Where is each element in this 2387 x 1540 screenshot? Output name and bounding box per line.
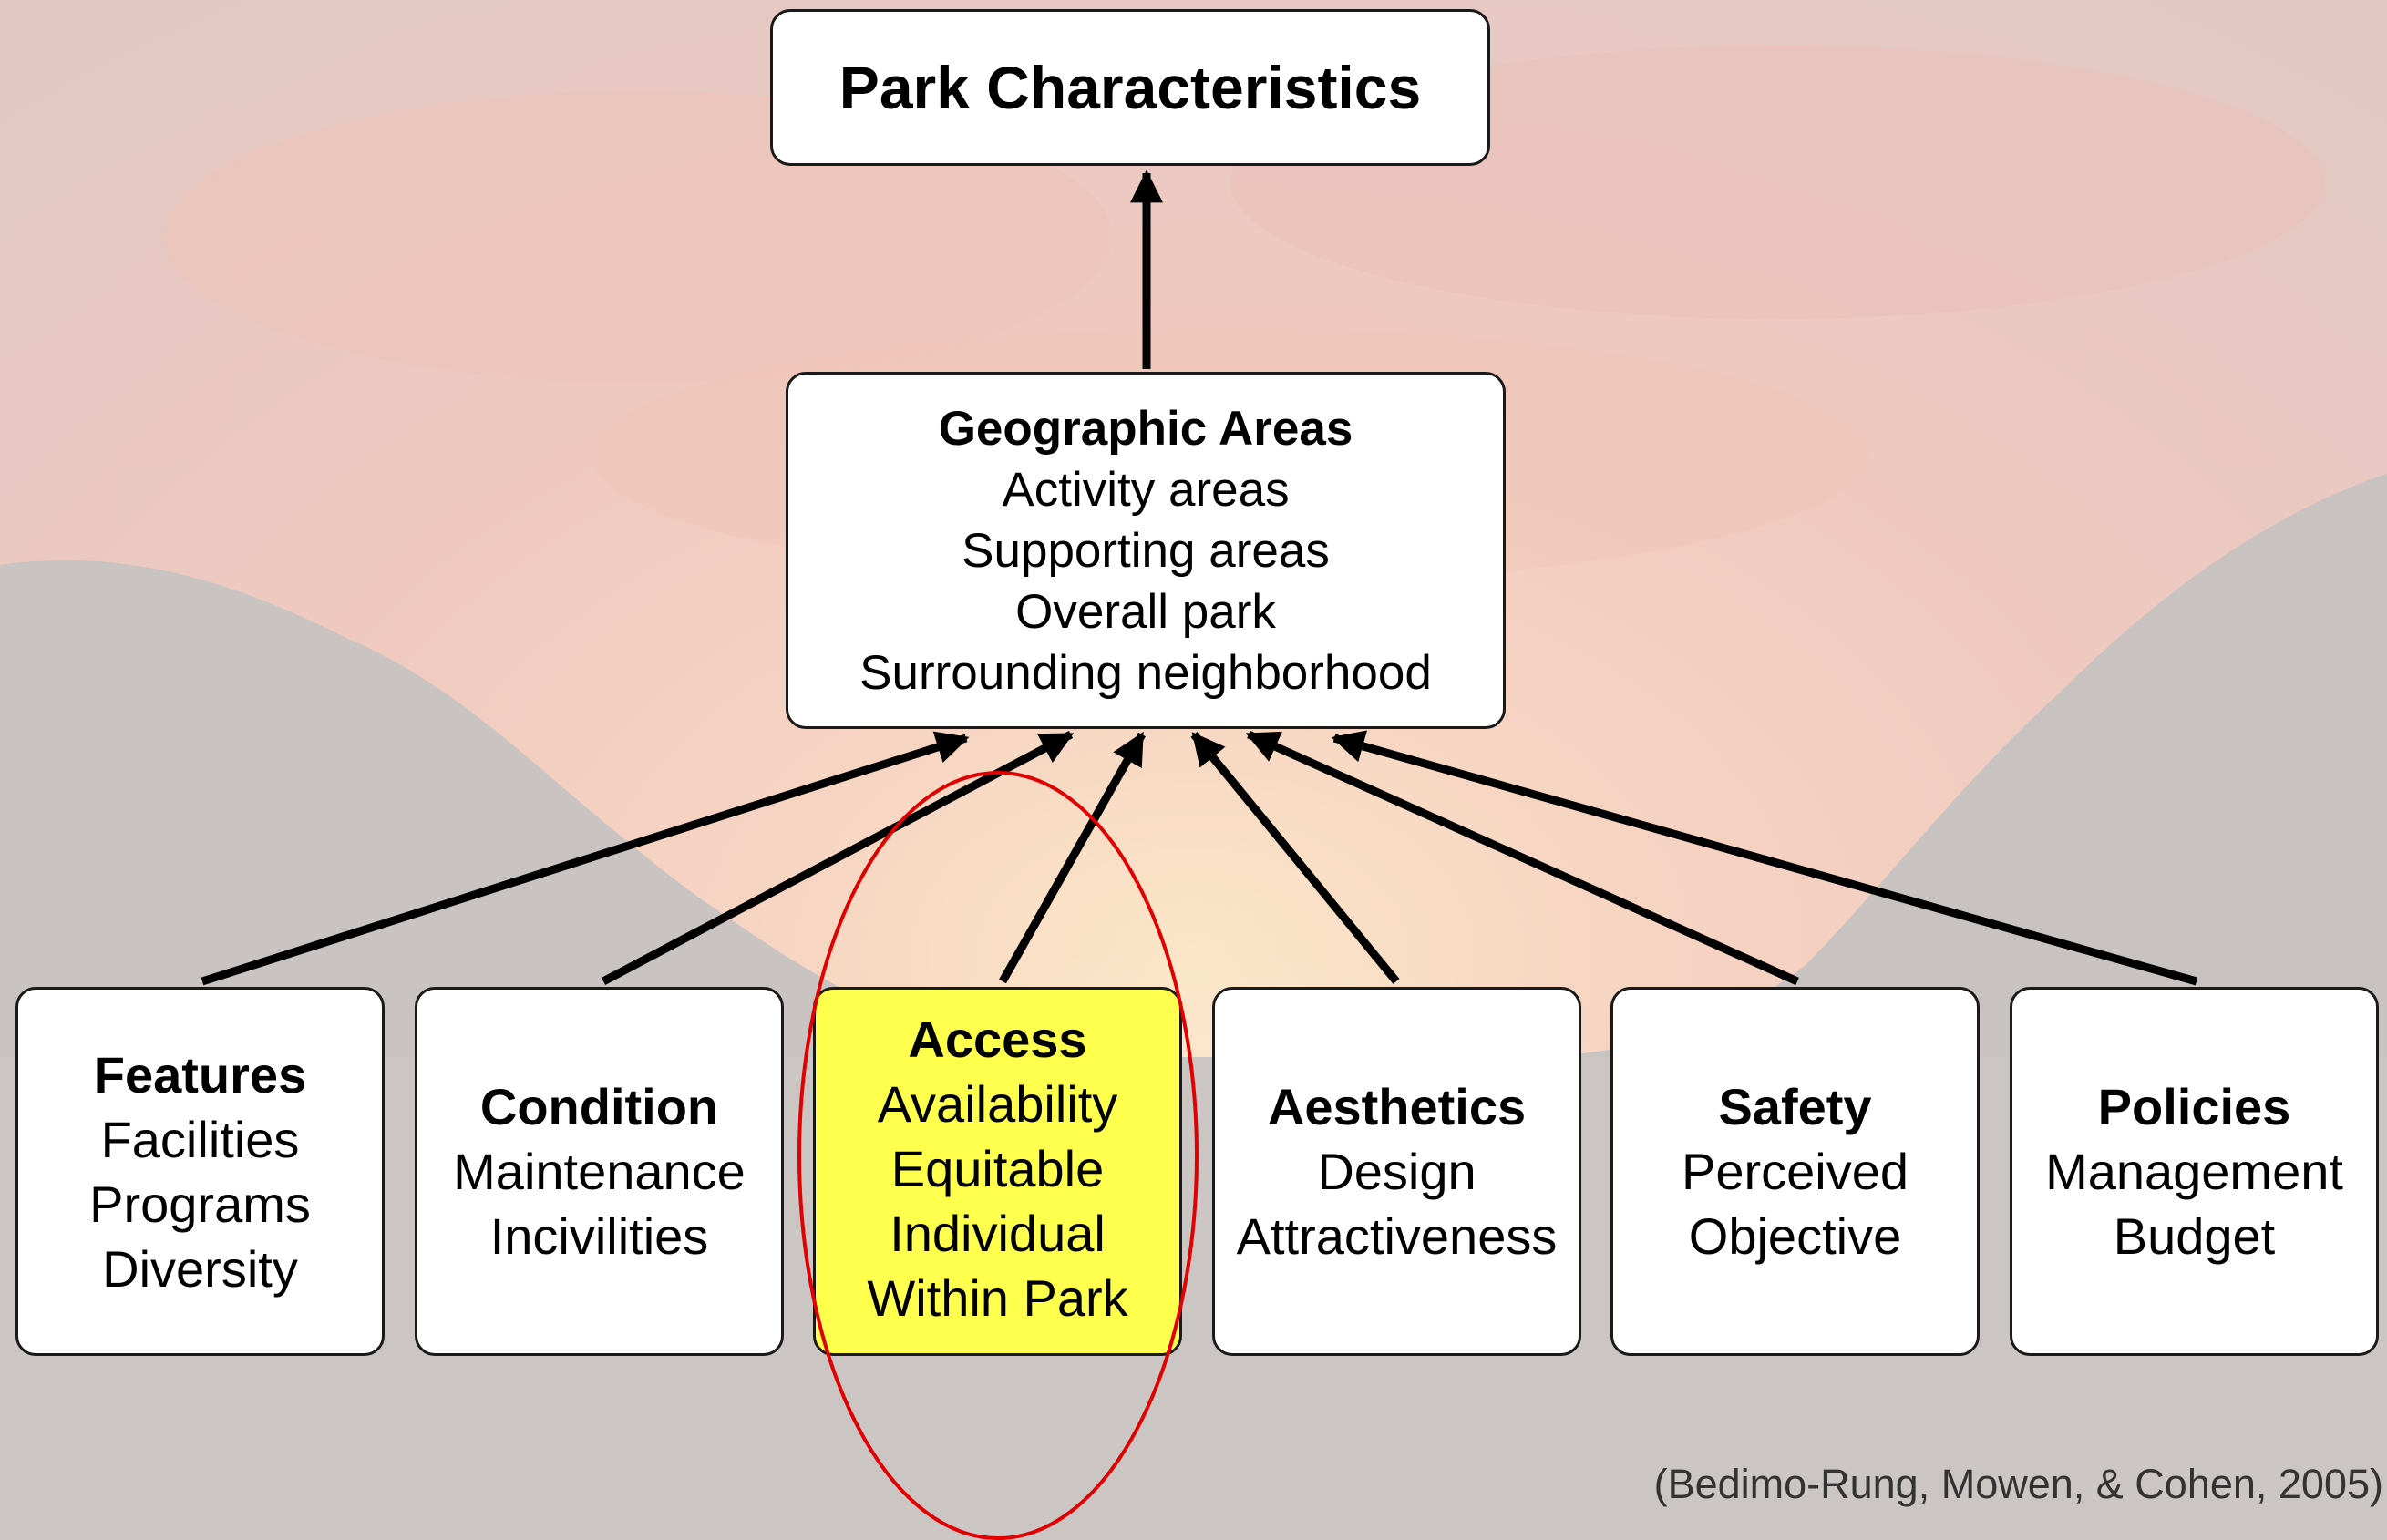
citation: (Bedimo-Rung, Mowen, & Cohen, 2005)	[1653, 1461, 2383, 1507]
features-item: Facilities	[100, 1110, 300, 1168]
aesthetics-item: Attractiveness	[1236, 1207, 1558, 1265]
safety-item: Objective	[1688, 1207, 1902, 1265]
arrow-safety	[1245, 730, 1799, 986]
access-title: Access	[908, 1011, 1087, 1068]
condition-box: Condition Maintenance Incivilities	[415, 987, 784, 1356]
geographic-areas-box: Geographic Areas Activity areas Supporti…	[786, 372, 1506, 729]
access-item: Equitable	[890, 1140, 1105, 1197]
condition-item: Incivilities	[489, 1207, 709, 1265]
geographic-areas-title: Geographic Areas	[938, 401, 1353, 456]
geographic-item: Supporting areas	[962, 523, 1330, 578]
park-characteristics-title: Park Characteristics	[839, 54, 1422, 121]
access-box: Access Availability Equitable Individual…	[813, 987, 1182, 1356]
access-item: Availability	[877, 1075, 1118, 1133]
safety-title: Safety	[1718, 1078, 1872, 1135]
policies-title: Policies	[2097, 1078, 2291, 1135]
arrow-policies	[1331, 730, 2198, 986]
arrow-aesthetics	[1190, 732, 1400, 984]
features-box: Features Facilities Programs Diversity	[15, 987, 385, 1356]
features-item: Programs	[89, 1175, 311, 1233]
aesthetics-box: Aesthetics Design Attractiveness	[1212, 987, 1581, 1356]
features-title: Features	[93, 1045, 307, 1104]
aesthetics-title: Aesthetics	[1267, 1078, 1527, 1135]
features-item: Diversity	[102, 1239, 298, 1298]
safety-box: Safety Perceived Objective	[1610, 987, 1980, 1356]
safety-item: Perceived	[1681, 1143, 1909, 1200]
aesthetics-item: Design	[1317, 1143, 1476, 1200]
geographic-item: Surrounding neighborhood	[859, 645, 1432, 700]
arrow-condition	[601, 731, 1075, 985]
park-characteristics-box: Park Characteristics	[770, 9, 1490, 166]
policies-box: Policies Management Budget	[2010, 987, 2379, 1356]
geographic-item: Overall park	[1015, 584, 1276, 639]
access-item: Individual	[890, 1205, 1106, 1262]
condition-title: Condition	[479, 1078, 719, 1135]
condition-item: Maintenance	[453, 1143, 746, 1200]
policies-item: Management	[2045, 1143, 2343, 1200]
policies-item: Budget	[2113, 1207, 2276, 1265]
geographic-item: Activity areas	[1002, 462, 1290, 517]
arrow-access	[999, 731, 1146, 984]
arrow-features	[201, 731, 970, 986]
access-item: Within Park	[867, 1269, 1128, 1327]
